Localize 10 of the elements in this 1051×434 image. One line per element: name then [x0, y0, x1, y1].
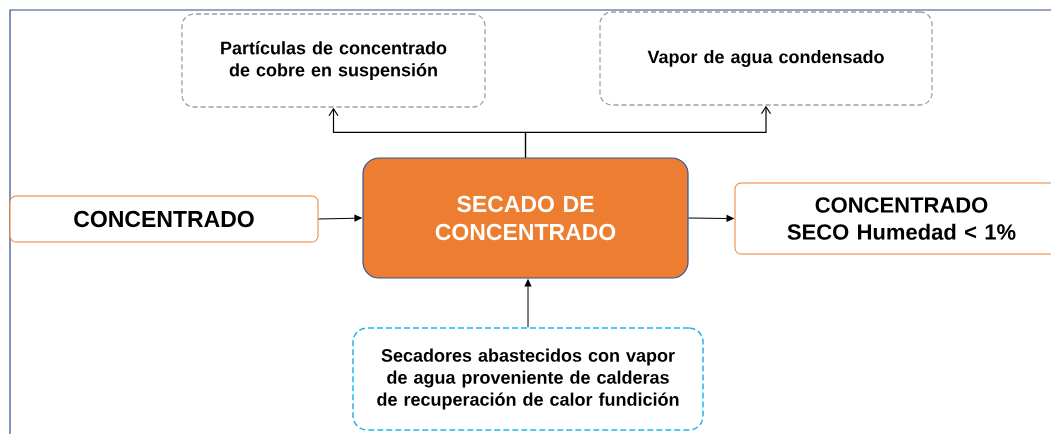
process-box: SECADO DE CONCENTRADO — [362, 157, 689, 279]
input-box: Secadores abastecidos con vapor de agua proveniente de calderas de recuperación de calor fundición — [352, 327, 704, 431]
output-box: CONCENTRADO SECO Humedad < 1% — [734, 182, 1051, 255]
arrow — [524, 105, 772, 158]
output-box: Vapor de agua condensado — [599, 11, 933, 106]
arrow — [688, 215, 734, 222]
output-box: Partículas de concentrado de cobre en suspensión — [181, 13, 486, 108]
arrow — [318, 214, 362, 222]
input-box: CONCENTRADO — [9, 195, 319, 243]
arrow — [524, 279, 532, 328]
